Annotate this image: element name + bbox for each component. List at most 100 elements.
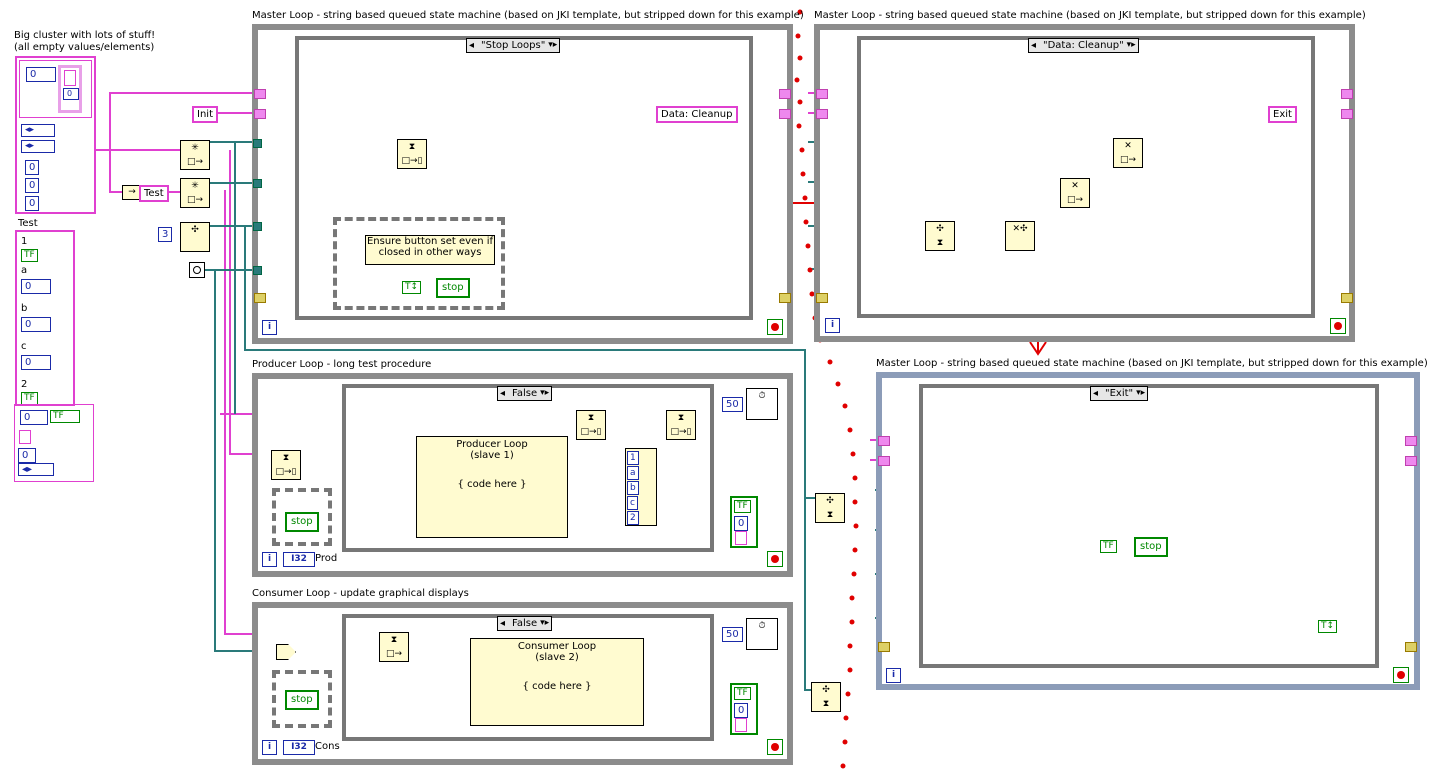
release-queue-icon[interactable]: ✕□→: [1060, 178, 1090, 208]
extra-numeric-2[interactable]: 0: [18, 448, 36, 463]
test-element-label-2: 2: [21, 379, 28, 390]
exit-constant[interactable]: Exit: [1268, 106, 1297, 123]
extra-enum[interactable]: ◂▸: [18, 463, 54, 476]
true-constant-2[interactable]: T↕: [1318, 620, 1338, 633]
shift-register-left-1: [254, 89, 266, 99]
test-constant[interactable]: Test: [139, 185, 169, 202]
shift-register-left-2: [878, 456, 890, 466]
stop-local-variable[interactable]: stop: [1134, 537, 1168, 557]
consumer-subvi-line1: Consumer Loop: [517, 641, 597, 652]
test-numeric-c[interactable]: 0: [21, 355, 51, 370]
wait-notification-icon[interactable]: ✣⧗: [811, 682, 841, 712]
dequeue-icon[interactable]: ⧗□→▯: [271, 450, 301, 480]
wait-ms-constant[interactable]: 50: [722, 627, 743, 642]
obtain-notifier-icon[interactable]: ✣: [180, 222, 210, 252]
shift-register-right-1: [1341, 89, 1353, 99]
shift-register-left-2: [254, 109, 266, 119]
test-cluster[interactable]: 1 TF a 0 b 0 c 0 2 TF: [15, 230, 75, 406]
error-source: [735, 531, 747, 545]
shift-register-right-2: [1405, 456, 1417, 466]
wait-notification-icon[interactable]: ✣⧗: [925, 221, 955, 251]
big-cluster-title-line2: (all empty values/elements): [14, 42, 155, 53]
shift-register-right-err: [779, 293, 791, 303]
extra-bool[interactable]: TF: [50, 410, 80, 423]
consumer-subvi[interactable]: Consumer Loop (slave 2) { code here }: [470, 638, 644, 726]
obtain-queue-2-icon[interactable]: ✳□→: [180, 178, 210, 208]
enqueue-icon[interactable]: ⧗□→▯: [397, 139, 427, 169]
read-notifier-icon: [276, 644, 296, 660]
queue-tunnel: [253, 266, 262, 275]
queue-tunnel: [253, 222, 262, 231]
test-bool-1[interactable]: TF: [21, 249, 38, 262]
enum-control-2[interactable]: ◂▸: [21, 140, 55, 153]
master-loop-2-case-selector[interactable]: "Data: Cleanup": [1028, 38, 1139, 53]
enqueue-2-icon[interactable]: ⧗□→▯: [666, 410, 696, 440]
producer-loop-title: Producer Loop - long test procedure: [252, 359, 432, 370]
stop-local-variable[interactable]: stop: [436, 278, 470, 298]
producer-subvi[interactable]: Producer Loop (slave 1) { code here }: [416, 436, 568, 538]
obtain-queue-icon[interactable]: ✳□→: [180, 140, 210, 170]
notifier-refnum-icon: [189, 262, 205, 278]
iteration-type: I32: [283, 552, 315, 567]
iteration-terminal: i: [886, 668, 901, 683]
array-element-2[interactable]: 0: [25, 196, 39, 211]
test-numeric-b[interactable]: 0: [21, 317, 51, 332]
wait-ms-constant[interactable]: 50: [722, 397, 743, 412]
master-loop-1-case-selector[interactable]: "Stop Loops": [466, 38, 561, 53]
nested-cluster: 0 0: [19, 60, 92, 118]
release-queue-2-icon[interactable]: ✕□→: [1113, 138, 1143, 168]
producer-stop-button[interactable]: stop: [285, 512, 319, 532]
error-code: 0: [734, 703, 748, 718]
bundle-by-name[interactable]: 1 a b c 2: [625, 448, 657, 526]
wait-ms-icon[interactable]: ⏱: [746, 388, 778, 420]
enum-control[interactable]: ◂▸: [21, 124, 55, 137]
shift-register-left-err: [816, 293, 828, 303]
stop-terminal: [1330, 318, 1346, 334]
data-cleanup-constant[interactable]: Data: Cleanup: [656, 106, 738, 123]
producer-case-selector[interactable]: False: [497, 386, 553, 401]
true-constant[interactable]: TF: [1100, 540, 1117, 553]
consumer-loop-title: Consumer Loop - update graphical display…: [252, 588, 469, 599]
test-numeric-a[interactable]: 0: [21, 279, 51, 294]
consumer-subvi-code: { code here }: [522, 681, 592, 692]
consumer-case-selector[interactable]: False: [497, 616, 553, 631]
bundle-label-2: 2: [627, 511, 639, 525]
init-constant[interactable]: Init: [192, 106, 218, 123]
enqueue-icon[interactable]: ⧗□→▯: [576, 410, 606, 440]
numeric-control[interactable]: 0: [26, 67, 56, 82]
consumer-stop-button[interactable]: stop: [285, 690, 319, 710]
outer-cluster-border: [14, 404, 94, 482]
error-status: TF: [734, 687, 751, 700]
shift-register-left-2: [816, 109, 828, 119]
master-loop-3-case-selector[interactable]: "Exit": [1090, 386, 1149, 401]
iteration-terminal: i: [262, 740, 277, 755]
shift-register-left-err: [878, 642, 890, 652]
consumer-subvi-line2: (slave 2): [535, 652, 579, 663]
shift-register-right-2: [1341, 109, 1353, 119]
release-notifier-icon[interactable]: ✕✣: [1005, 221, 1035, 251]
big-cluster[interactable]: 0 0 ◂▸ ◂▸ 0 0 0: [15, 56, 96, 214]
shift-register-right-err: [1341, 293, 1353, 303]
inner-cluster: 0: [58, 65, 82, 113]
preview-queue-icon[interactable]: ⧗□→: [379, 632, 409, 662]
shift-register-right-1: [779, 89, 791, 99]
test-element-label-1: 1: [21, 236, 28, 247]
error-source: [735, 718, 747, 732]
producer-subvi-line1: Producer Loop: [456, 439, 528, 450]
extra-string[interactable]: [19, 430, 31, 444]
three-constant[interactable]: 3: [158, 227, 173, 242]
extra-numeric[interactable]: 0: [20, 410, 48, 425]
test-element-label-c: c: [21, 341, 27, 352]
wait-ms-icon[interactable]: ⏱: [746, 618, 778, 650]
wait-notification-icon[interactable]: ✣⧗: [815, 493, 845, 523]
stop-terminal: [767, 739, 783, 755]
error-status: TF: [734, 500, 751, 513]
error-cluster-constant[interactable]: TF 0: [730, 683, 758, 735]
error-cluster-constant[interactable]: TF 0: [730, 496, 758, 548]
inner-numeric: 0: [63, 88, 79, 100]
string-element: [64, 70, 76, 86]
array-element-0[interactable]: 0: [25, 160, 39, 175]
array-element-1[interactable]: 0: [25, 178, 39, 193]
true-constant[interactable]: T↕: [402, 281, 422, 294]
iteration-terminal: i: [262, 320, 277, 335]
